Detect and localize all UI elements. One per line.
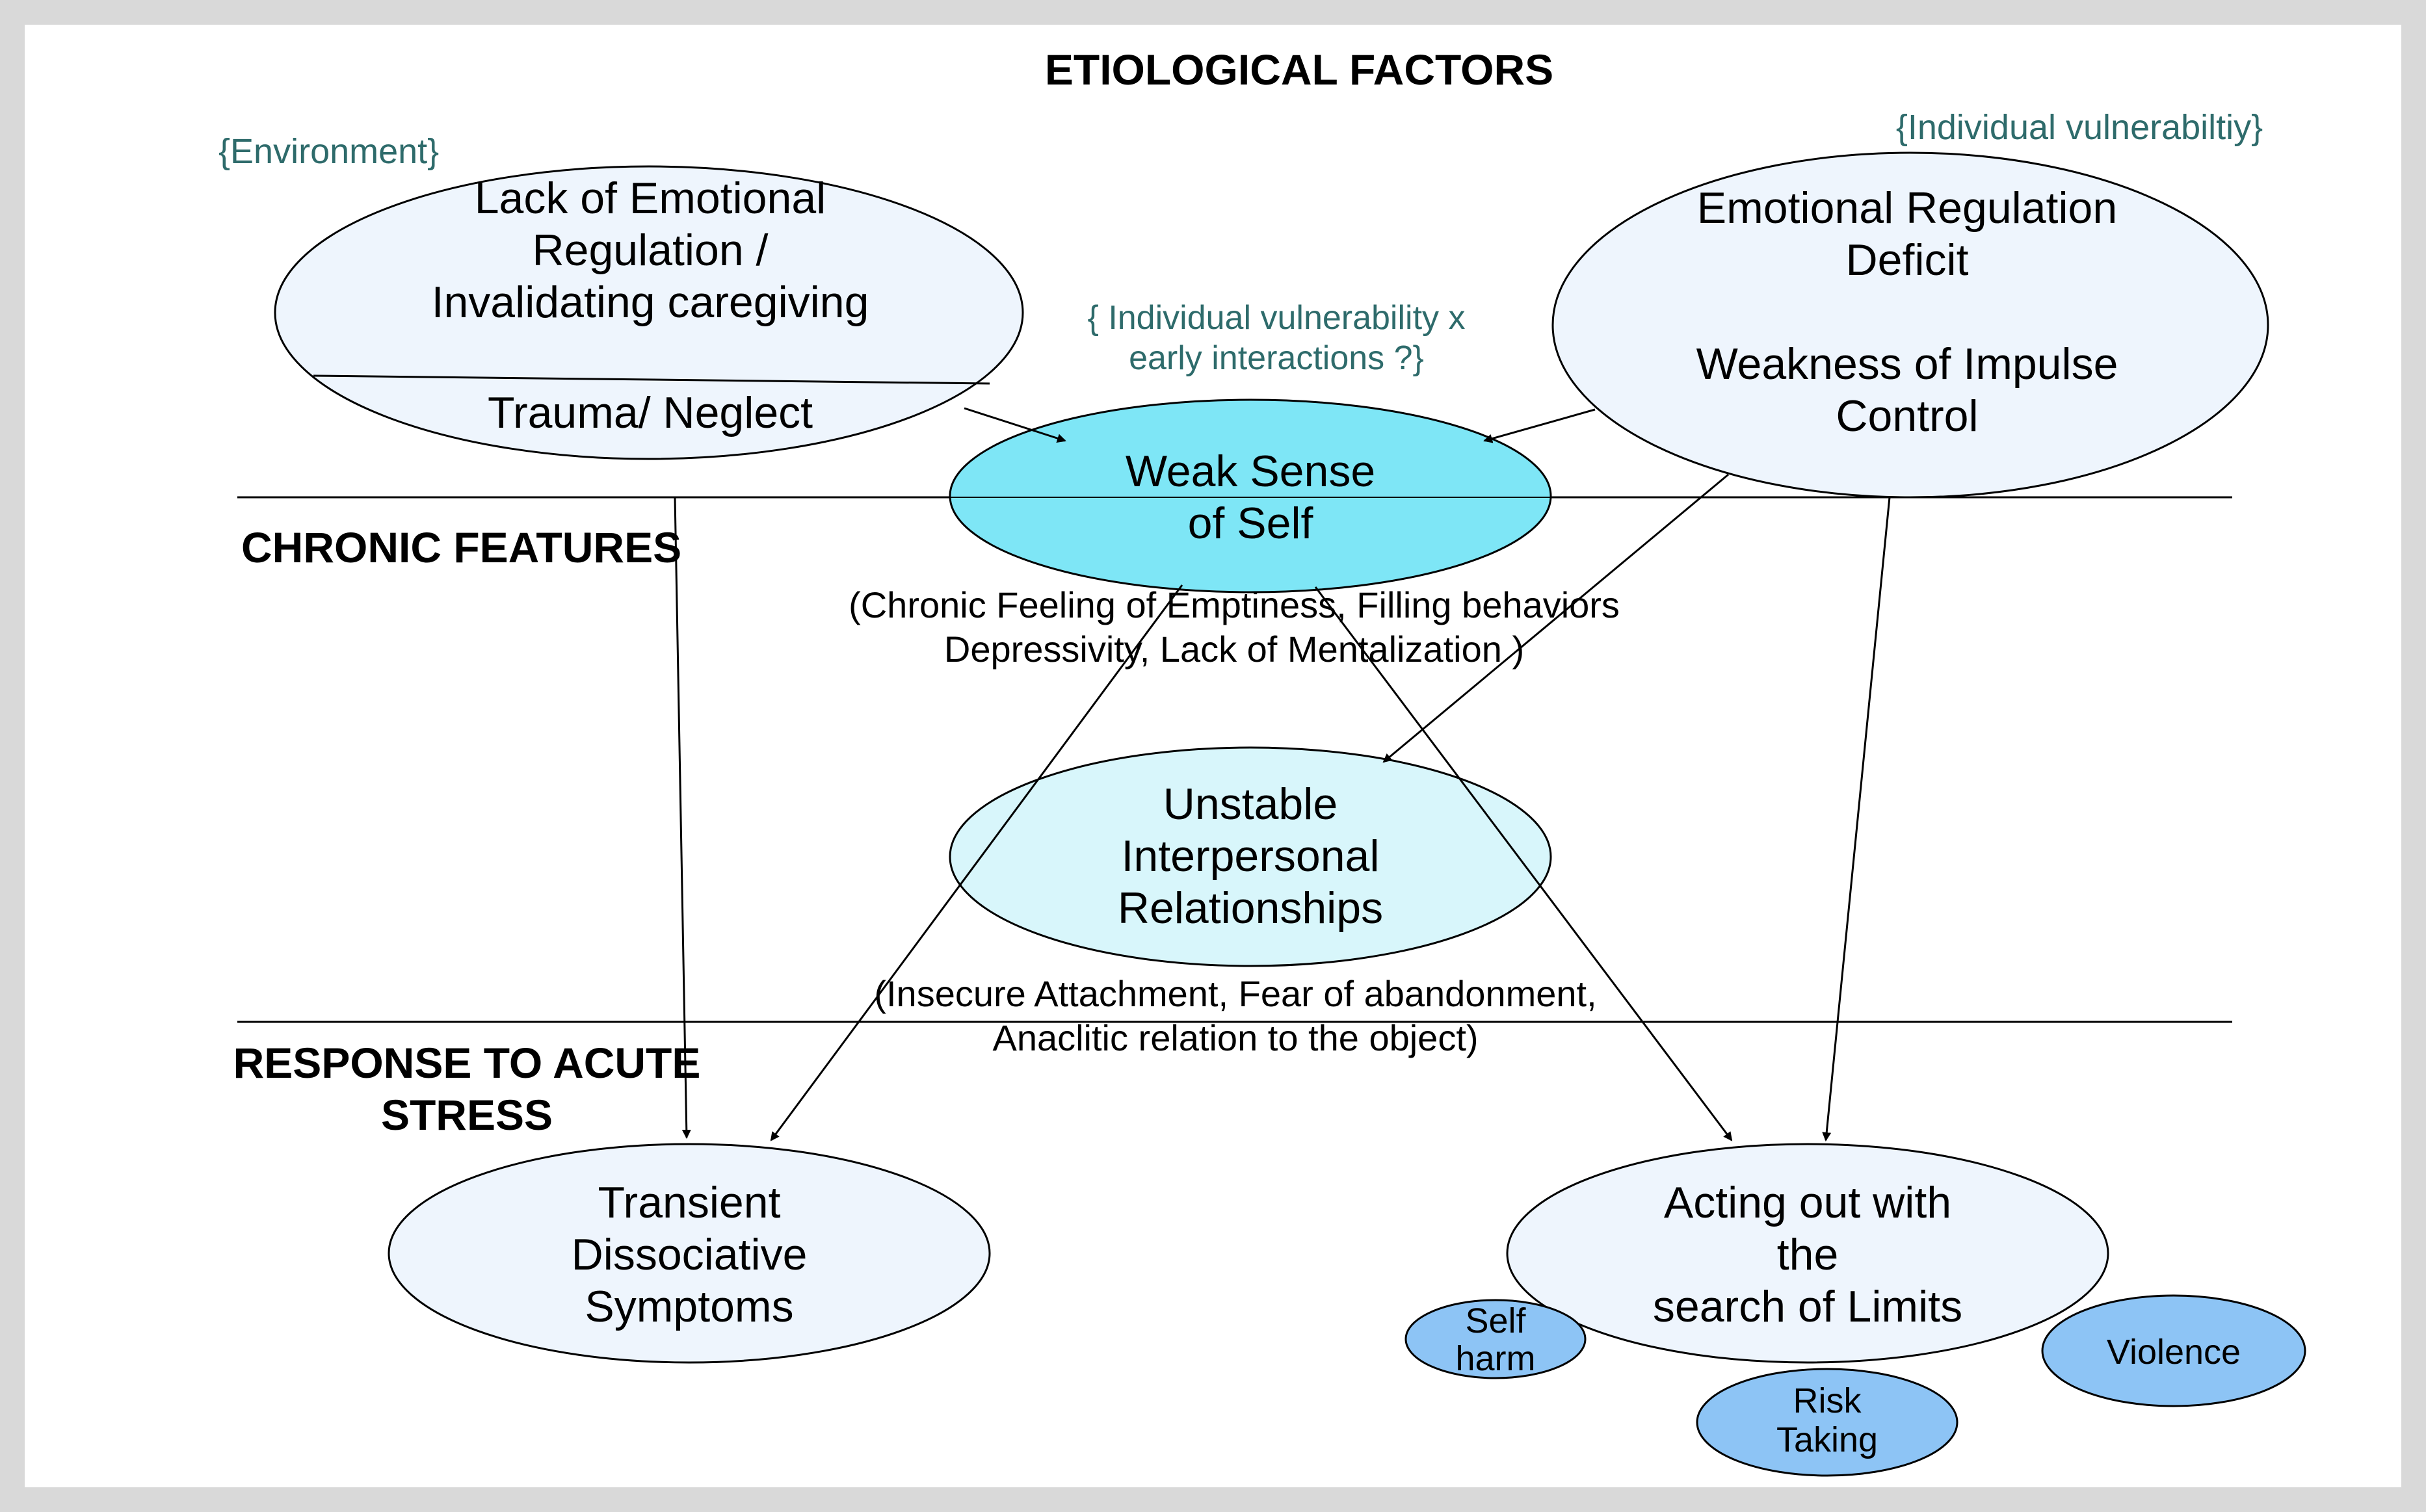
node-individual-line3: Weakness of Impulse: [1696, 339, 2118, 389]
note-individual: {Individual vulnerabiltiy}: [1896, 108, 2263, 147]
node-individual-shape: [1551, 151, 2269, 499]
node-dissociative-line2: Dissociative: [572, 1230, 808, 1279]
arrow-individual-to-acting-out: [1822, 497, 1891, 1141]
node-environment-line2: Regulation /: [533, 226, 769, 275]
node-self-line1: Weak Sense: [1126, 447, 1375, 496]
node-environment-shape: [274, 165, 1024, 460]
node-risk-taking-line1: Risk: [1793, 1381, 1862, 1420]
node-environment: Lack of Emotional Regulation / Invalidat…: [274, 165, 1024, 460]
node-relationships-line3: Relationships: [1118, 883, 1383, 933]
node-environment-line4: Trauma/ Neglect: [488, 388, 813, 437]
node-individual-line4: Control: [1836, 391, 1978, 441]
arrow-self-to-acting-out: [1314, 586, 1733, 1141]
node-acting-out-line3: search of Limits: [1653, 1282, 1962, 1331]
node-individual-line2: Deficit: [1846, 235, 1969, 285]
node-self: Weak Sense of Self: [949, 398, 1552, 593]
arrow-self-to-dissociative: [770, 584, 1183, 1141]
node-relationships-line2: Interpersonal: [1122, 831, 1380, 881]
node-environment-line3: Invalidating caregiving: [432, 278, 869, 327]
arrow-individual-to-relationships: [1382, 473, 1729, 763]
node-risk-taking-line2: Taking: [1776, 1420, 1878, 1459]
node-self-harm: Self harm: [1404, 1299, 1587, 1379]
node-acting-out-line2: the: [1777, 1230, 1839, 1279]
node-environment-line1: Lack of Emotional: [475, 174, 826, 223]
node-dissociative-line1: Transient: [598, 1178, 781, 1227]
node-dissociative-line3: Symptoms: [585, 1282, 793, 1331]
diagram-canvas: ETIOLOGICAL FACTORS CHRONIC FEATURES RES…: [25, 25, 2401, 1487]
relationships-desc-line2: Anaclitic relation to the object): [992, 1017, 1478, 1058]
section-title-response-line1: RESPONSE TO ACUTE: [233, 1039, 701, 1087]
node-risk-taking: Risk Taking: [1696, 1368, 1958, 1477]
node-self-harm-line1: Self: [1465, 1301, 1526, 1340]
node-relationships-shape: [949, 746, 1552, 967]
node-self-shape: [949, 398, 1552, 593]
diagram-svg: ETIOLOGICAL FACTORS CHRONIC FEATURES RES…: [218, 46, 2306, 1477]
node-individual: Emotional Regulation Deficit Weakness of…: [1551, 151, 2269, 499]
node-dissociative: Transient Dissociative Symptoms: [388, 1143, 991, 1364]
node-risk-taking-shape: [1696, 1368, 1958, 1477]
self-desc-line2: Depressivity, Lack of Mentalization ): [944, 629, 1524, 670]
node-acting-out-line1: Acting out with: [1664, 1178, 1951, 1227]
section-title-response-line2: STRESS: [381, 1091, 553, 1139]
arrow-environment-to-self: [964, 407, 1066, 443]
node-environment-divider: [313, 374, 990, 385]
node-violence: Violence: [2041, 1294, 2306, 1407]
node-dissociative-shape: [388, 1143, 991, 1364]
self-desc-line1: (Chronic Feeling of Emptiness, Filling b…: [849, 584, 1620, 625]
node-acting-out: Acting out with the search of Limits: [1506, 1143, 2109, 1364]
arrow-environment-to-dissociative: [674, 497, 691, 1139]
node-violence-shape: [2041, 1294, 2306, 1407]
node-self-harm-line2: harm: [1455, 1339, 1535, 1378]
node-self-line2: of Self: [1188, 499, 1313, 548]
node-relationships: Unstable Interpersonal Relationships: [949, 746, 1552, 967]
section-title-chronic: CHRONIC FEATURES: [241, 523, 681, 571]
note-interaction-line2: early interactions ?}: [1129, 339, 1424, 377]
node-violence-line1: Violence: [2107, 1333, 2241, 1372]
node-individual-line1: Emotional Regulation: [1697, 183, 2117, 233]
arrow-individual-to-self: [1483, 408, 1596, 443]
node-self-harm-shape: [1404, 1299, 1587, 1379]
relationships-desc-line1: (Insecure Attachment, Fear of abandonmen…: [874, 973, 1596, 1014]
note-environment: {Environment}: [218, 132, 439, 171]
section-title-etiological: ETIOLOGICAL FACTORS: [1045, 46, 1553, 94]
note-interaction-line1: { Individual vulnerability x: [1088, 299, 1466, 337]
node-acting-out-shape: [1506, 1143, 2109, 1364]
node-relationships-line1: Unstable: [1163, 779, 1338, 829]
